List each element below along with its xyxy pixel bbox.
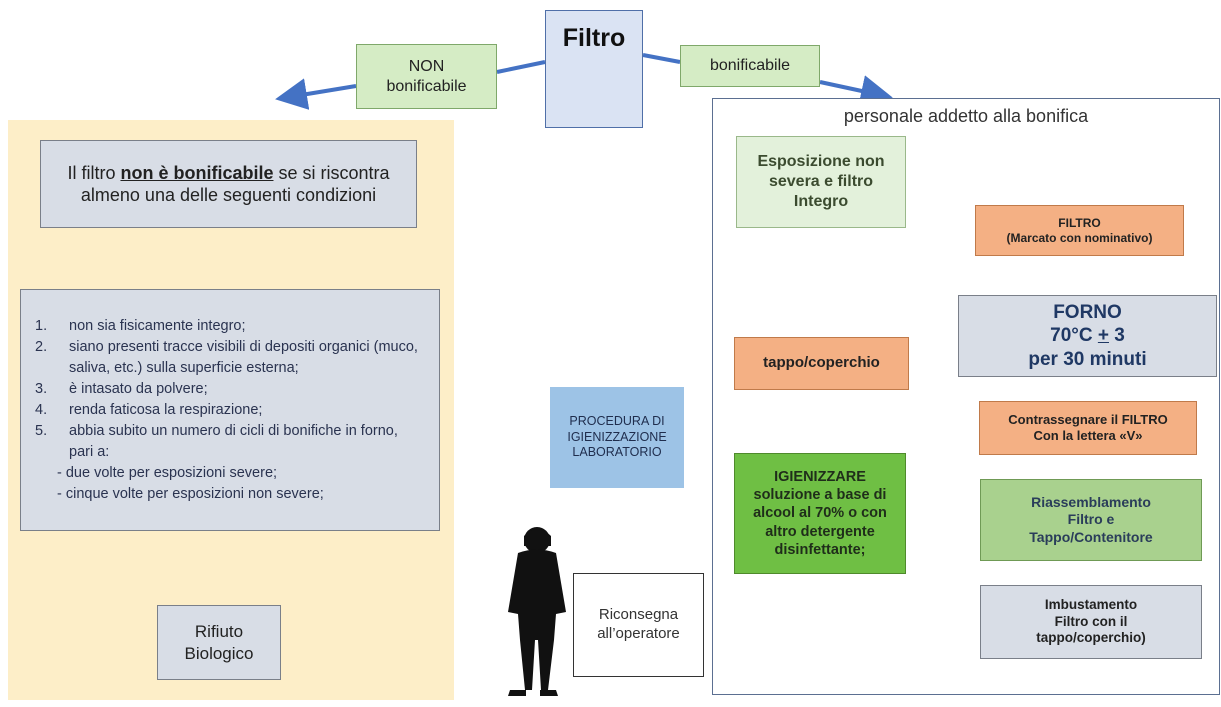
mark-line-2: Con la lettera «V» (1033, 428, 1143, 443)
arrow-to-non-bonificabile (496, 60, 546, 74)
condition-item: 4.renda faticosa la respirazione; (35, 402, 263, 419)
sanitize-line-4: altro detergente (765, 523, 875, 540)
filter-line-2: (Marcato con nominativo) (1006, 230, 1153, 245)
arrow-to-right-panel (819, 75, 893, 107)
procedure-box: PROCEDURA DI IGIENIZZAZIONE LABORATORIO (550, 387, 684, 488)
reassembly-line-2: Filtro e (1067, 511, 1115, 528)
sub-condition: - due volte per esposizioni severe; (57, 465, 278, 482)
cap-box: tappo/coperchio (734, 337, 909, 390)
condition-item: 1.non sia fisicamente integro; (35, 318, 246, 334)
non-bonificabile-header: Il filtro non è bonificabile se si risco… (40, 140, 417, 228)
bagging-line-2: Filtro con il (1054, 613, 1128, 629)
header-emphasis: non è bonificabile (120, 162, 274, 183)
panel-title: personale addetto alla bonifica (843, 106, 1089, 126)
biological-waste-box: Rifiuto Biologico (157, 605, 281, 680)
bagging-line-3: tappo/coperchio) (1036, 630, 1146, 646)
reassembly-line-3: Tappo/Contenitore (1029, 528, 1153, 545)
return-line-2: all’operatore (597, 625, 680, 642)
bon-label: bonificabile (709, 57, 791, 74)
procedure-line-3: LABORATORIO (572, 445, 662, 460)
waste-line-2: Biologico (184, 643, 254, 663)
condition-item: 3.è intasato da polvere; (35, 381, 208, 398)
filter-line-1: FILTRO (1058, 215, 1101, 230)
bagging-box: Imbustamento Filtro con il tappo/coperch… (980, 585, 1202, 659)
mark-line-1: Contrassegnare il FILTRO (1008, 411, 1168, 427)
sanitize-line-2: soluzione a base di (753, 487, 887, 504)
filter-title: Filtro (562, 24, 626, 52)
exposure-box: Esposizione non severa e filtro Integro (736, 136, 906, 228)
sanitize-line-1: IGIENIZZARE (774, 469, 866, 486)
conditions-list: 1.non sia fisicamente integro; 2.siano p… (35, 316, 425, 463)
oven-box: FORNO 70°C + 3 per 30 minuti (958, 295, 1217, 377)
filter-marked-box: FILTRO (Marcato con nominativo) (975, 205, 1184, 256)
return-to-operator-box: Riconsegna all’operatore (573, 573, 704, 677)
return-line-1: Riconsegna (598, 606, 679, 624)
cap-label: tappo/coperchio (763, 354, 880, 372)
filter-title-box: Filtro (545, 10, 643, 128)
exposure-line-3: Integro (793, 193, 849, 210)
arrow-to-left-panel (275, 78, 357, 110)
exposure-line-2: severa e filtro (768, 173, 874, 190)
arrow-to-bonificabile (642, 53, 681, 64)
non-label: NON (408, 57, 445, 75)
condition-item: 2.siano presenti tracce visibili di depo… (35, 339, 418, 377)
reassembly-line-1: Riassemblamento (1031, 493, 1151, 510)
oven-line-2: 70°C + 3 (1050, 325, 1125, 347)
non-bonificabile-label: NON bonificabile (356, 44, 497, 109)
header-text: Il filtro non è bonificabile se si risco… (67, 162, 390, 206)
reassembly-box: Riassemblamento Filtro e Tappo/Contenito… (980, 479, 1202, 561)
operator-silhouette (508, 527, 566, 696)
condition-item: 5.abbia subito un numero di cicli di bon… (35, 423, 398, 461)
procedure-line-1: PROCEDURA DI (569, 414, 665, 429)
exposure-line-1: Esposizione non (757, 153, 885, 170)
bagging-line-1: Imbustamento (1044, 596, 1138, 612)
conditions-box: 1.non sia fisicamente integro; 2.siano p… (20, 289, 440, 531)
oven-line-3: per 30 minuti (1028, 348, 1147, 370)
oven-line-1: FORNO (1053, 302, 1122, 324)
waste-line-1: Rifiuto (194, 622, 244, 642)
sanitize-line-5: disinfettante; (774, 541, 866, 558)
sub-condition: - cinque volte per esposizioni non sever… (57, 486, 324, 503)
procedure-line-2: IGIENIZZAZIONE (567, 429, 667, 444)
non-label-2: bonificabile (386, 77, 467, 95)
sanitize-line-3: alcool al 70% o con (753, 505, 887, 522)
sanitize-box: IGIENIZZARE soluzione a base di alcool a… (734, 453, 906, 574)
bonificabile-label: bonificabile (680, 45, 820, 87)
mark-filter-box: Contrassegnare il FILTRO Con la lettera … (979, 401, 1197, 455)
